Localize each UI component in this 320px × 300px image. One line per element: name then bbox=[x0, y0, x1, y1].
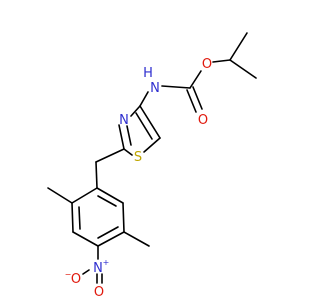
bond-ring-c3-c4 bbox=[72, 231, 99, 247]
atom-amine-n: N bbox=[150, 81, 160, 96]
bonds bbox=[47, 32, 257, 284]
bond-ring-c5-c6 bbox=[122, 202, 125, 233]
bond-ring-to-methyl-right bbox=[123, 231, 150, 247]
bond-o-to-carbonyl-c bbox=[189, 70, 202, 89]
bond-nitro-n-to-o-top bbox=[82, 269, 90, 275]
atom-nitro-oxygen-bottom: O bbox=[94, 285, 104, 300]
atom-thiazole-sulfur: S bbox=[134, 150, 142, 165]
atom-thiazole-nitrogen: N bbox=[119, 113, 129, 128]
bond-isopropyl-ch-to-me2 bbox=[229, 59, 257, 79]
bond-ring-c2-c3 bbox=[71, 202, 74, 233]
atom-carbonyl-oxygen: O bbox=[198, 113, 208, 128]
bond-thiazole-c2-n3 bbox=[118, 124, 125, 150]
bond-thiazole-s-c2 bbox=[123, 148, 133, 156]
bond-carbonyl-c-to-nh bbox=[161, 85, 191, 89]
bond-ring-to-methyl-left bbox=[47, 187, 73, 204]
bond-ring-c6-c1-inner bbox=[97, 195, 117, 207]
bond-ring-c4-c5 bbox=[97, 231, 125, 247]
bond-thiazole-c2-n3-inner bbox=[126, 125, 132, 146]
bond-thiazole-c5-s bbox=[143, 137, 161, 153]
atom-nitro-nitrogen: N bbox=[93, 261, 103, 276]
bond-carbonyl-double-b bbox=[192, 86, 203, 110]
bond-nh-to-thiazole bbox=[139, 91, 149, 107]
molecule-structure-diagram: H N O O N S N + O − O bbox=[47, 32, 257, 300]
bond-isopropyl-ch-to-me1 bbox=[229, 32, 248, 61]
bond-ring-c4-c5-inner bbox=[97, 226, 119, 239]
bond-isopropyl-ch-to-o bbox=[212, 59, 231, 63]
bond-ring-c6-c1 bbox=[96, 187, 124, 204]
bond-ring-c1-c2 bbox=[71, 187, 98, 204]
bond-ring-c2-c3-inner bbox=[78, 206, 81, 230]
bond-thiazole-c4-c5-inner bbox=[135, 112, 153, 140]
atom-labels: H N O O N S N + O − O bbox=[65, 57, 212, 300]
nitro-oxygen-charge: − bbox=[65, 270, 72, 279]
atom-nitro-oxygen-left: O bbox=[71, 272, 81, 287]
atom-amine-h: H bbox=[143, 66, 153, 81]
atom-ether-oxygen: O bbox=[202, 57, 212, 72]
bond-thiazole-n3-c4 bbox=[130, 105, 141, 117]
bond-c2-to-ch2 bbox=[95, 148, 125, 163]
nitro-nitrogen-charge: + bbox=[103, 258, 110, 267]
bond-ch2-to-ring bbox=[95, 161, 98, 189]
bond-thiazole-c4-c5 bbox=[139, 105, 161, 139]
bond-carbonyl-double-a bbox=[186, 89, 197, 113]
